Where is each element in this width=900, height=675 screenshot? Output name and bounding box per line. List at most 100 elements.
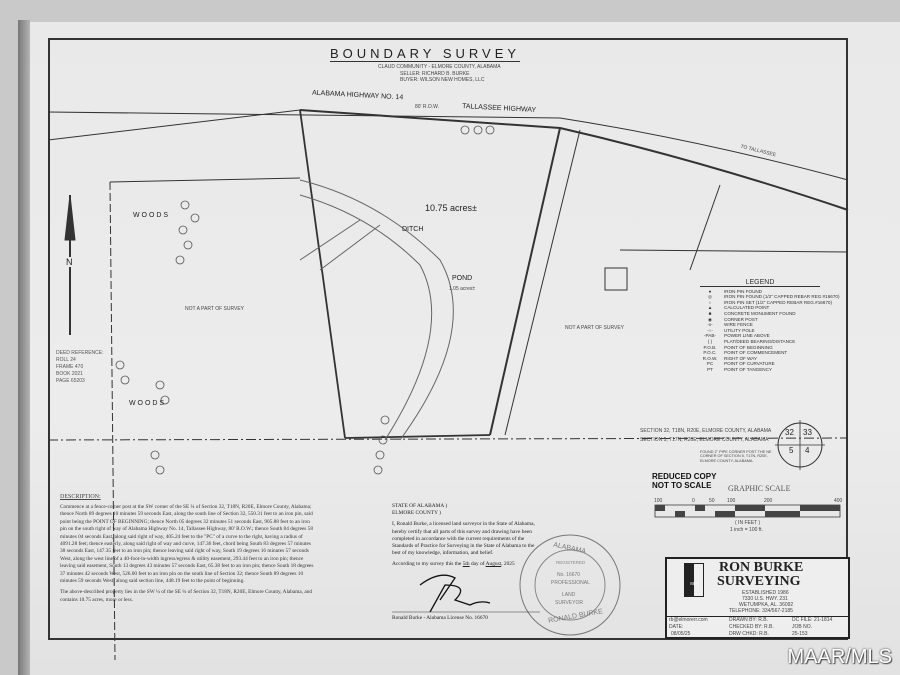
west-parcel-top	[109, 177, 301, 183]
drawing-frame	[48, 38, 848, 640]
legend-item: -PAB-POWER LINE ABOVE	[704, 333, 770, 339]
company-name-2: SURVEYING	[717, 574, 801, 589]
title-block: RBS RON BURKE SURVEYING ESTABLISHED 1986…	[665, 557, 850, 639]
property-south-line	[344, 434, 491, 439]
company-email: rb@elmorerr.com	[669, 617, 708, 623]
seal-surveyor: SURVEYOR	[555, 600, 583, 606]
tree-symbols	[115, 125, 495, 475]
corner-note: FOUND 2" PIPE CORNER POST THE NE CORNER …	[700, 450, 772, 463]
job-no-label: JOB NO.	[792, 624, 813, 630]
legend-item: P.O.B.POINT OF BEGINNING	[703, 344, 773, 350]
north-arrow-label: N	[66, 257, 73, 267]
company-established: ESTABLISHED 1986	[742, 590, 789, 596]
scale-ratio: 1 inch = 100 ft.	[730, 527, 763, 533]
description: DESCRIPTION: Commence at a fence-corner …	[60, 494, 315, 604]
company-address-1: 7330 U.S. HWY. 231	[742, 596, 788, 602]
building	[604, 267, 628, 291]
ditch-label: DITCH	[402, 226, 424, 233]
section-line	[47, 437, 849, 441]
buyer-line: BUYER: WILSON NEW HOMES, LLC	[400, 77, 485, 83]
company-logo: RBS	[684, 563, 704, 597]
scale-tick: 100	[727, 498, 736, 504]
east-parcel-line	[619, 249, 849, 253]
deed-page: PAGE 65203	[56, 378, 85, 384]
seal-inner	[534, 549, 606, 621]
woods-label-2: W O O D S	[129, 400, 164, 407]
community-line: CLAUD COMMUNITY - ELMORE COUNTY, ALABAMA	[378, 64, 501, 70]
seal-professional: PROFESSIONAL	[551, 580, 590, 586]
legend-item: -○-UTILITY POLE	[707, 327, 755, 333]
scale-tick: 200	[764, 498, 773, 504]
north-arrow-tip	[64, 194, 76, 241]
company-address-2: WETUMPKA, AL. 36092	[739, 602, 794, 608]
legend-item: ○IRON PIN SET (1/2" CAPPED REBAR REG.#16…	[708, 299, 833, 305]
acreage-label: 10.75 acres±	[425, 203, 477, 213]
deed-reference: DEED REFERENCE: ROLL 24 FRAME 470 BOOK 2…	[56, 350, 104, 385]
seal-registered: REGISTERED	[556, 560, 586, 565]
legend-title: LEGEND	[700, 279, 820, 287]
deed-roll: ROLL 24	[56, 357, 76, 363]
legend-item: ( )PLAT/DEED BEARING/DISTANCE	[707, 338, 796, 344]
woods-label-1: W O O D S	[133, 212, 168, 219]
not-to-scale-text: NOT TO SCALE	[652, 481, 712, 490]
not-part-left: NOT A PART OF SURVEY	[185, 306, 245, 312]
legend-item: ▲CALCULATED POINT	[707, 305, 770, 311]
description-summary: The above-described property lies in the…	[60, 589, 313, 603]
seller-line: SELLER: RICHARD B. BURKE	[400, 71, 470, 77]
mls-watermark: MAAR/MLS	[787, 646, 892, 668]
drawn-by: DRAWN BY: R.B.	[729, 617, 768, 623]
section-south-label: SECTION 5, T17N, R20E, ELMORE COUNTY, AL…	[640, 437, 769, 443]
legend-item: ◎IRON PIN FOUND (1/2" CAPPED REBAR REG.#…	[707, 294, 840, 300]
checked-by: CHECKED BY: R.B.	[729, 624, 774, 630]
reduced-copy-note: REDUCED COPY NOT TO SCALE	[652, 472, 716, 490]
date-label: DATE:	[669, 624, 684, 630]
drawn-checked: DRW CHKD: R.B.	[729, 631, 769, 637]
legend-item: P.O.C.POINT OF COMMENCEMENT	[703, 350, 788, 356]
pond-acres: 1.05 acres±	[449, 286, 476, 292]
description-body: Commence at a fence-corner post at the S…	[60, 504, 314, 585]
scale-outline	[654, 504, 841, 518]
seal-number: No. 16670	[557, 572, 581, 578]
reduced-copy-text: REDUCED COPY	[652, 472, 717, 481]
company-name-1: RON BURKE	[719, 560, 804, 575]
cert-state: STATE OF ALABAMA )	[392, 503, 448, 509]
deed-heading: DEED REFERENCE:	[56, 350, 104, 356]
highway-north-row	[47, 111, 849, 181]
date-value: 08/05/25	[671, 631, 691, 637]
scale-unit: ( IN FEET )	[735, 520, 761, 526]
section-corner-circle	[777, 422, 823, 468]
scale-bar-fills	[655, 505, 840, 517]
property-north-line	[299, 109, 849, 211]
not-part-right: NOT A PART OF SURVEY	[565, 325, 625, 331]
cert-date-line: According to my survey this the 5th day …	[392, 561, 515, 568]
description-heading: DESCRIPTION:	[60, 494, 101, 500]
scale-tick: 400	[834, 498, 843, 504]
cert-body: I, Ronald Burke, a licensed land surveyo…	[392, 521, 535, 557]
seal-land: LAND	[562, 592, 576, 598]
certificate: STATE OF ALABAMA ) ELMORE COUNTY ) I, Ro…	[392, 503, 540, 569]
row-label: 80' R.O.W.	[415, 104, 440, 110]
pond-label: POND	[452, 275, 473, 282]
east-boundary-line	[689, 184, 721, 271]
east-easement-line	[504, 129, 581, 436]
legend: LEGEND ●IRON PIN FOUND ◎IRON PIN FOUND (…	[700, 279, 840, 373]
signature-mark	[419, 574, 491, 613]
section-corner-4: 4	[805, 446, 810, 455]
scale-tick: 0	[692, 498, 695, 504]
ditch-line	[299, 179, 454, 441]
section-corner-5: 5	[789, 446, 794, 455]
section-corner-33: 33	[803, 428, 812, 437]
ditch-line-2	[299, 194, 433, 441]
graphic-scale-label: GRAPHIC SCALE	[728, 484, 791, 493]
job-no-value: 25-153	[792, 631, 808, 637]
property-west-line	[299, 109, 346, 439]
seal-outer	[519, 534, 621, 636]
dc-file: DC FILE: 21-1814	[792, 617, 833, 623]
legend-item: -x-WIRE FENCE	[707, 322, 753, 328]
highway-south-row	[47, 109, 301, 141]
legend-item: ◉CORNER POST	[707, 316, 758, 322]
deed-frame: FRAME 470	[56, 364, 84, 370]
